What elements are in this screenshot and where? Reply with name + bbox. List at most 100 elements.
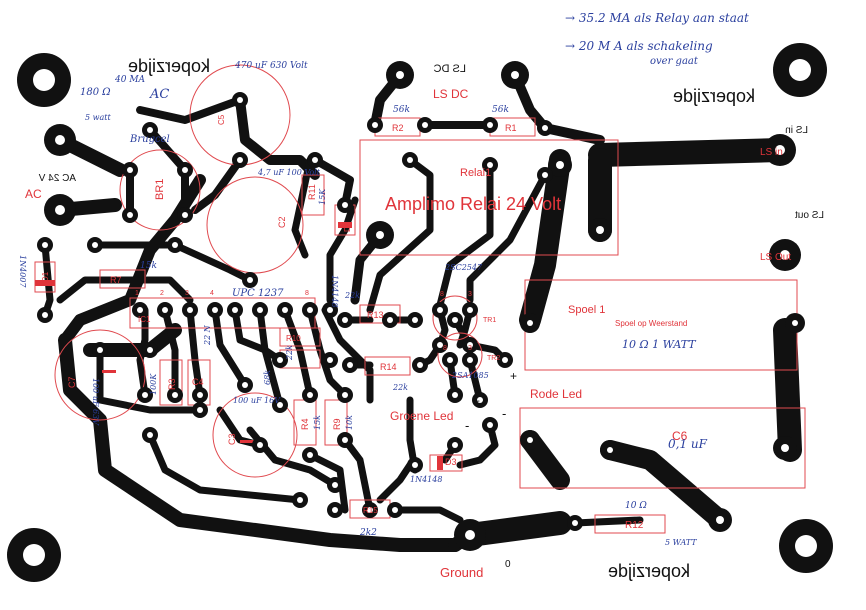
pad-hole [92, 242, 98, 248]
pad-hole [142, 392, 148, 398]
pad-hole [332, 507, 338, 513]
svg-text:100K: 100K [149, 373, 158, 395]
ac24v-mirrored: AC 24 V [38, 173, 76, 184]
svg-text:1N4148: 1N4148 [410, 475, 442, 484]
pad-hole [392, 507, 398, 513]
pad-hole [162, 307, 168, 313]
pad-hole [332, 482, 338, 488]
svg-text:56k: 56k [393, 105, 410, 115]
svg-text:C4: C4 [192, 377, 204, 387]
pad-hole [327, 307, 333, 313]
svg-text:R10: R10 [286, 334, 301, 343]
pad-hole [182, 167, 188, 173]
svg-text:TR1: TR1 [483, 317, 496, 324]
svg-text:15k: 15k [313, 415, 322, 430]
svg-text:3: 3 [468, 345, 472, 352]
pad-hole [297, 497, 303, 503]
svg-text:R11: R11 [307, 184, 317, 200]
pad-hole [452, 392, 458, 398]
svg-text:+: + [510, 369, 517, 383]
pad-hole [437, 307, 443, 313]
pad-hole [542, 172, 548, 178]
c3-outline [212, 392, 298, 478]
svg-text:D2: D2 [343, 221, 352, 232]
pad-hole [127, 212, 133, 218]
pad-hole [242, 382, 248, 388]
pad-hole [97, 347, 103, 353]
pad-hole [232, 307, 238, 313]
pad-hole [237, 157, 243, 163]
svg-text:UPC 1237: UPC 1237 [232, 288, 284, 299]
pad-hole [452, 442, 458, 448]
svg-text:R13: R13 [367, 310, 384, 320]
svg-text:Brugcel: Brugcel [129, 134, 170, 145]
svg-text:8: 8 [440, 291, 444, 298]
svg-text:-: - [465, 418, 469, 433]
pad-hole [542, 125, 548, 131]
pad-hole [307, 452, 313, 458]
pad-hole [197, 407, 203, 413]
pads [37, 61, 805, 551]
pad-hole [187, 307, 193, 313]
pad-hole [502, 357, 508, 363]
svg-text:40 MA: 40 MA [114, 75, 146, 85]
svg-text:C3: C3 [227, 433, 237, 445]
br1-outline [119, 149, 201, 231]
pad-hole [42, 312, 48, 318]
svg-text:8: 8 [305, 290, 309, 297]
pad-hole [387, 317, 393, 323]
svg-text:15K: 15K [318, 188, 327, 205]
svg-text:IC1: IC1 [138, 315, 151, 324]
svg-text:2SA1085: 2SA1085 [451, 371, 489, 380]
svg-text:R3: R3 [167, 378, 177, 390]
pad-hole [467, 307, 473, 313]
svg-text:100 uF 16V: 100 uF 16V [233, 396, 281, 405]
ls-dc-mirrored: LS DC [434, 63, 466, 75]
pad-hole [257, 307, 263, 313]
pad-hole [407, 157, 413, 163]
svg-text:15k: 15k [140, 261, 157, 271]
svg-text:22k: 22k [392, 383, 408, 392]
pad-hole [147, 432, 153, 438]
pad-hole [277, 402, 283, 408]
pad-hole [487, 122, 493, 128]
svg-text:AC: AC [149, 87, 169, 102]
pad-hole [172, 242, 178, 248]
mounting-hole-bottom-left [7, 528, 61, 582]
svg-text:2k2: 2k2 [359, 528, 377, 538]
coil-sub: Spoel op Weerstand [615, 319, 687, 328]
ls-out-label: LS Out [760, 252, 791, 263]
coil-ref: Spoel 1 [568, 304, 605, 316]
pad-hole [147, 347, 153, 353]
c6-outline [519, 407, 806, 489]
pad-hole [447, 357, 453, 363]
svg-text:0,1 uF: 0,1 uF [668, 437, 708, 451]
pad-hole [172, 392, 178, 398]
svg-text:2SC2547: 2SC2547 [444, 263, 483, 272]
pad-hole [422, 122, 428, 128]
pad-hole [312, 157, 318, 163]
pad-hole [237, 97, 243, 103]
svg-text:100 uF 63V: 100 uF 63V [91, 378, 100, 426]
pad-large [44, 61, 805, 551]
svg-text:C7: C7 [67, 376, 77, 388]
pad-hole [282, 307, 288, 313]
note-line-3: over gaat [650, 56, 699, 67]
svg-text:1N4007: 1N4007 [18, 255, 27, 288]
svg-text:R12: R12 [625, 520, 644, 531]
svg-text:5 watt: 5 watt [85, 113, 111, 122]
svg-text:R1: R1 [505, 123, 517, 133]
svg-text:1: 1 [135, 290, 139, 297]
svg-text:D1: D1 [41, 271, 50, 282]
pad-hole [417, 362, 423, 368]
svg-text:-: - [502, 406, 506, 421]
pad-hole [477, 397, 483, 403]
pad-hole [307, 392, 313, 398]
svg-text:TR2: TR2 [487, 355, 500, 362]
pad-hole [277, 357, 283, 363]
svg-text:R14: R14 [380, 362, 397, 372]
ac-label: AC [25, 187, 42, 201]
pad-hole [487, 162, 493, 168]
svg-text:10k: 10k [345, 415, 354, 430]
